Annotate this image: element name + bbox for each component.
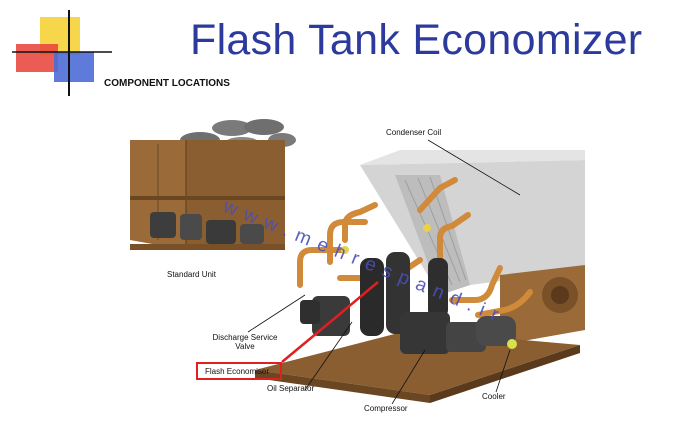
copper-piping: [297, 177, 533, 318]
deco-blue-square: [54, 52, 94, 82]
label-oil-separator: Oil Separator: [267, 384, 315, 393]
label-discharge-service-valve-line2: Valve: [235, 342, 255, 351]
highlight-connector: [281, 281, 379, 363]
compressor-main: [400, 312, 450, 354]
deco-red-square: [16, 44, 58, 72]
corner-decoration: [12, 10, 112, 96]
cooler-vessel: [476, 316, 516, 346]
label-condenser-coil: Condenser Coil: [386, 128, 442, 137]
flash-economiser-highlight: [196, 362, 282, 380]
label-discharge-service-valve: Discharge Service Valve: [206, 333, 284, 351]
compressor-left: [312, 296, 350, 336]
economizer-unit-illustration: [255, 150, 585, 403]
label-discharge-service-valve-line1: Discharge Service: [212, 333, 278, 342]
leader-lines: [247, 139, 521, 405]
label-standard-unit: Standard Unit: [167, 270, 216, 279]
slide-title: Flash Tank Economizer: [190, 16, 643, 64]
label-cooler: Cooler: [482, 392, 506, 401]
label-compressor: Compressor: [364, 404, 408, 413]
label-flash-economiser: Flash Economiser: [205, 367, 270, 376]
flash-economiser-vessel: [360, 258, 384, 336]
standard-unit-illustration: [130, 119, 296, 250]
section-heading: COMPONENT LOCATIONS: [104, 78, 230, 89]
